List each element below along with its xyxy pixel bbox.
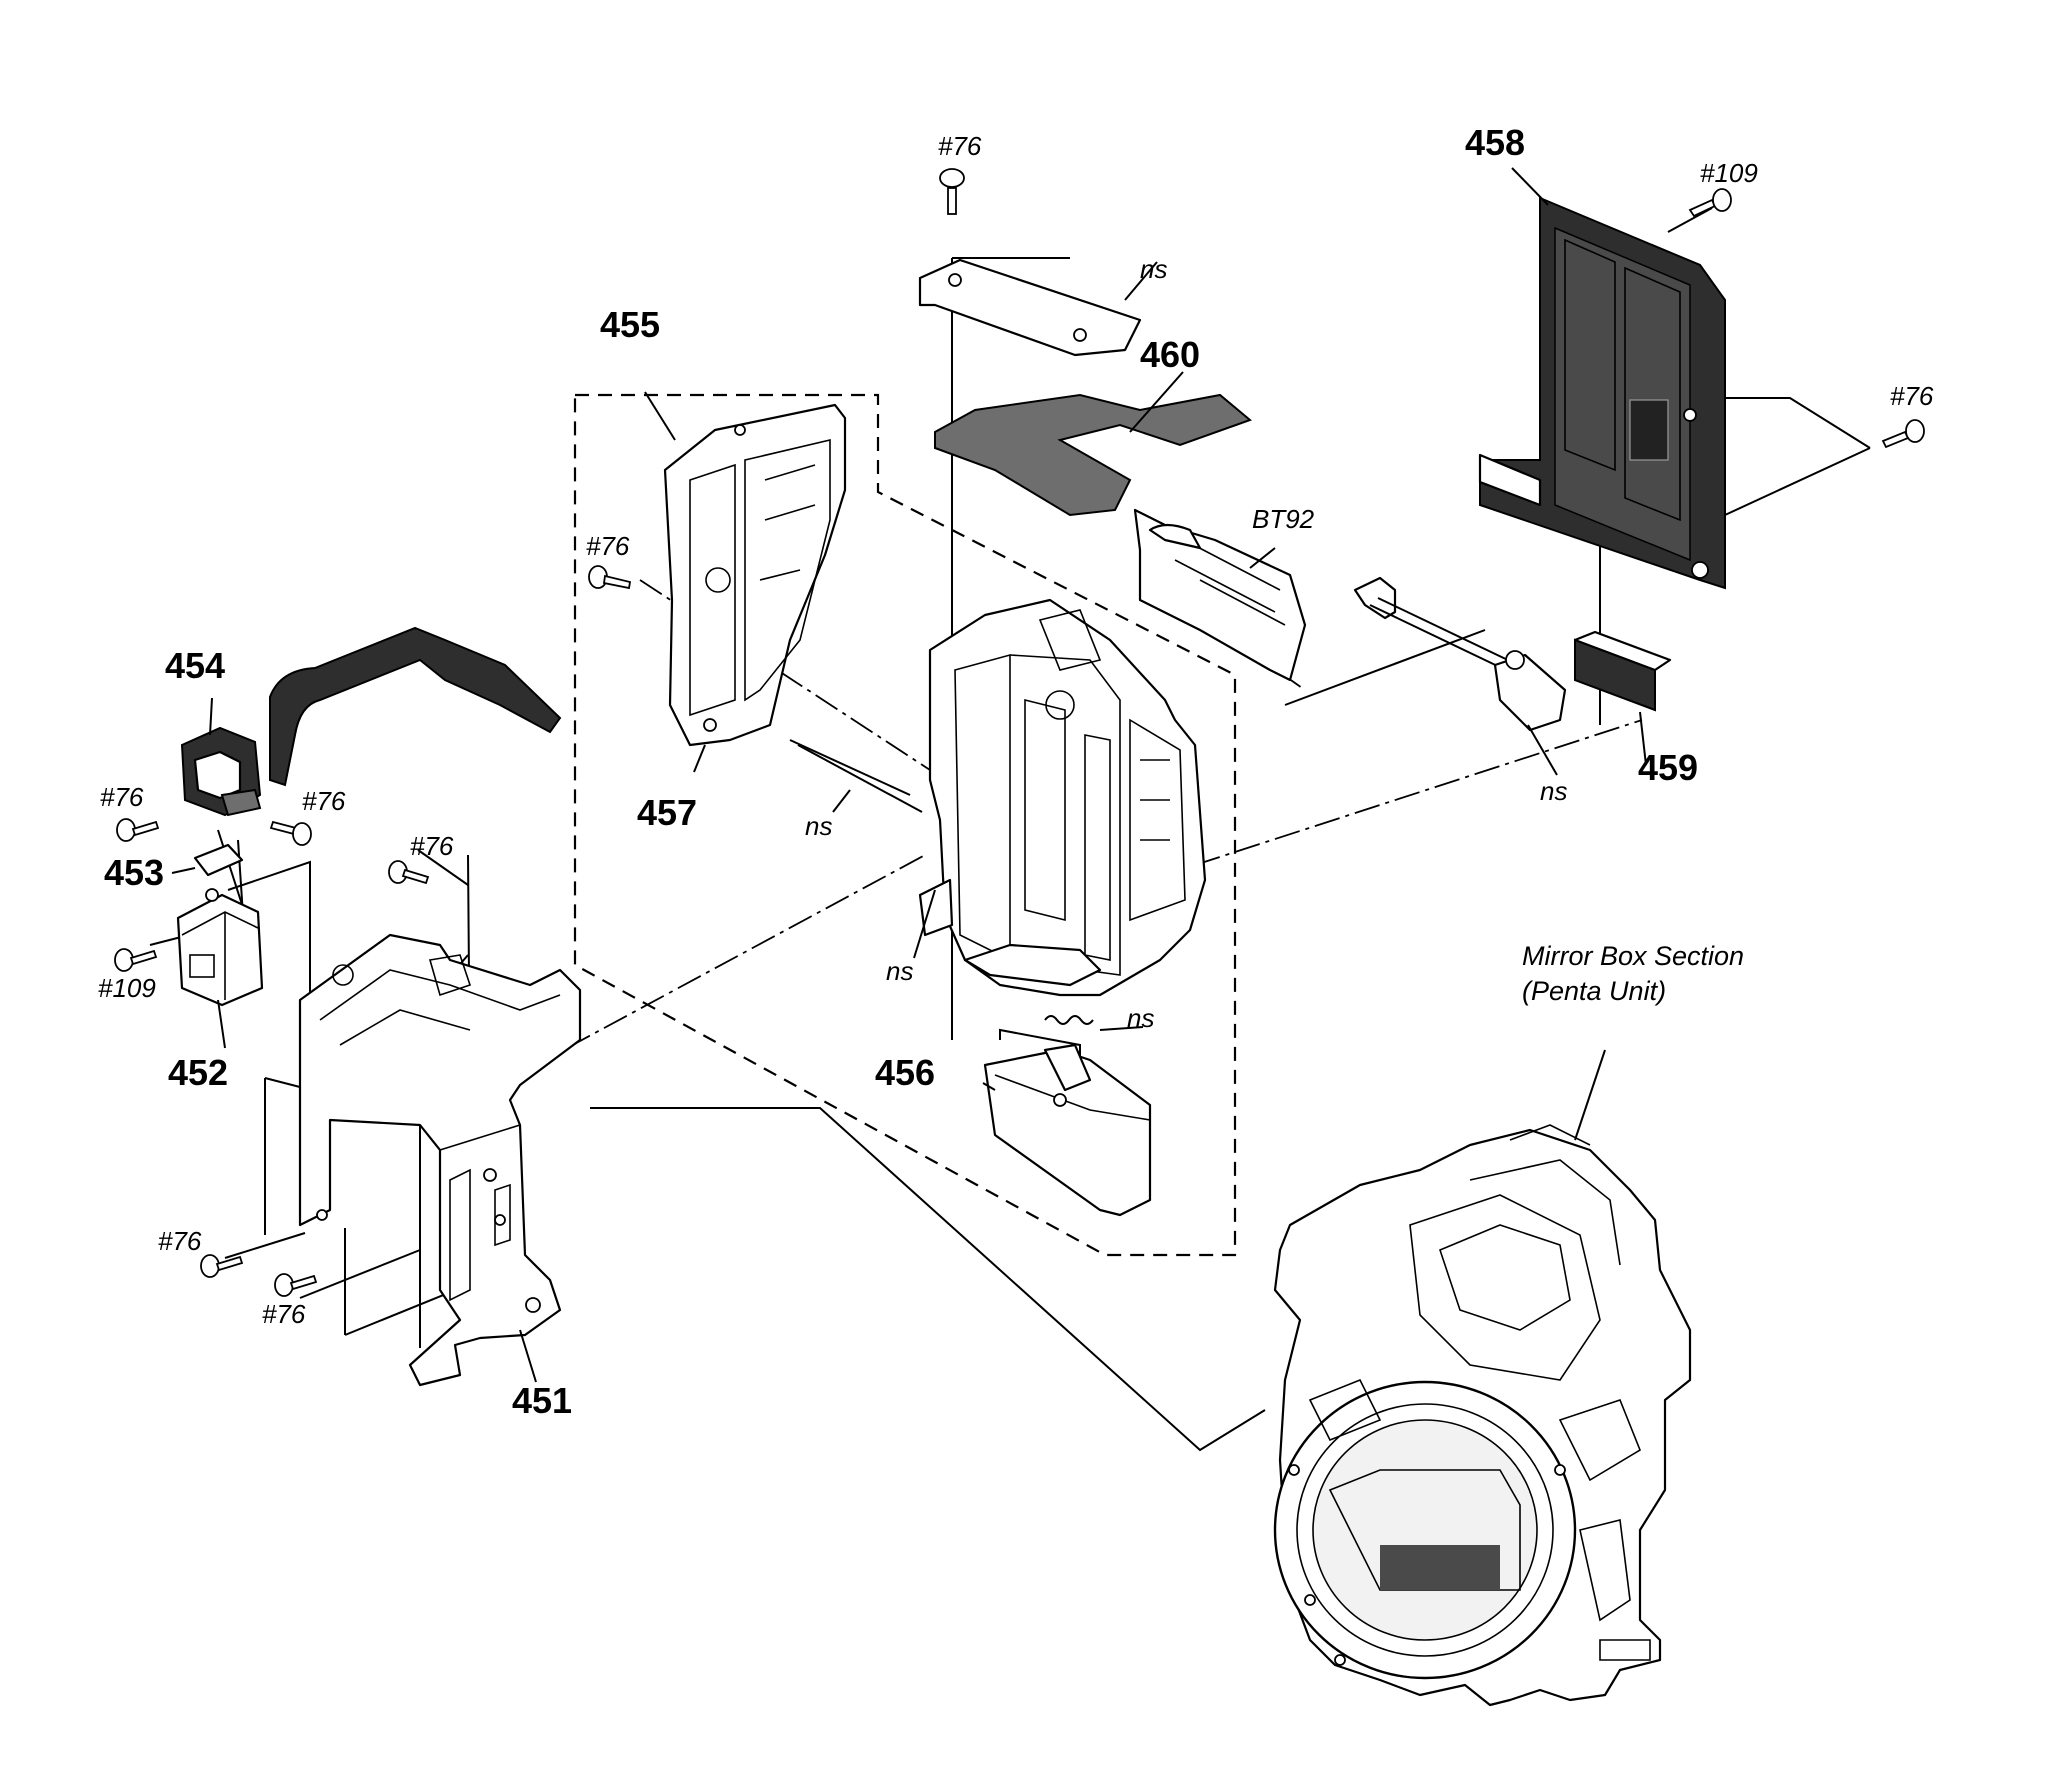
flex-cable-460	[934, 393, 1252, 517]
screw-76-454-right	[269, 820, 312, 846]
screws	[114, 168, 1925, 1297]
screw-76-low-2	[274, 1273, 318, 1297]
bracket-451	[298, 933, 582, 1387]
label-454: 454	[165, 645, 225, 686]
screw-76-top	[939, 168, 965, 215]
spring	[1044, 1015, 1094, 1025]
cover-456	[983, 1043, 1152, 1217]
switch-block-452	[176, 888, 264, 1007]
label-455: 455	[600, 304, 660, 345]
screw-76-454-left	[116, 818, 160, 842]
board-458	[1478, 196, 1726, 590]
ref-ns-shutter: ns	[886, 956, 913, 986]
screw-76-bracket	[388, 860, 430, 885]
label-460: 460	[1140, 334, 1200, 375]
label-452: 452	[168, 1052, 228, 1093]
ref-bt92: BT92	[1252, 504, 1315, 534]
ref-ns-rod: ns	[805, 811, 832, 841]
ref-76-454-right: #76	[302, 786, 346, 816]
ref-76-bracket: #76	[410, 831, 454, 861]
part-labels: 458 460 455 454 457 459 453 452 456 451	[104, 122, 1698, 1421]
section-caption-line2: (Penta Unit)	[1522, 976, 1666, 1006]
screw-109-top	[1688, 188, 1732, 218]
screw-109-left	[114, 948, 158, 972]
label-453: 453	[104, 852, 164, 893]
ref-109-top: #109	[1700, 158, 1758, 188]
side-panel-457	[663, 403, 847, 747]
reference-labels: #76 #109 #76 #76 #76 #76 #76 #109 #76 #7…	[98, 131, 1934, 1329]
label-458: 458	[1465, 122, 1525, 163]
label-457: 457	[637, 792, 697, 833]
central-shutter-unit	[918, 598, 1207, 997]
screw-76-low-1	[200, 1254, 244, 1278]
ref-76-top: #76	[938, 131, 982, 161]
top-bracket	[918, 258, 1142, 357]
battery-holder-bt92	[1133, 508, 1307, 682]
ref-76-low-2: #76	[262, 1299, 306, 1329]
label-451: 451	[512, 1380, 572, 1421]
bracket-with-rod	[1353, 576, 1567, 732]
thin-rod	[789, 739, 911, 796]
label-459: 459	[1638, 747, 1698, 788]
connector-459	[1573, 630, 1672, 712]
ref-109-left: #109	[98, 973, 156, 1003]
ref-ns-top-bracket: ns	[1140, 254, 1167, 284]
ref-ns-bracket-rod: ns	[1540, 776, 1567, 806]
ref-76-right: #76	[1890, 381, 1934, 411]
section-caption-line1: Mirror Box Section	[1522, 941, 1744, 971]
group-455-dashed-outline	[573, 393, 1237, 1257]
part-453	[193, 843, 244, 877]
label-456: 456	[875, 1052, 935, 1093]
connector-454	[180, 626, 562, 817]
screw-76-right	[1881, 419, 1925, 449]
ref-76-low-1: #76	[158, 1226, 202, 1256]
ref-76-454-left: #76	[100, 782, 144, 812]
ref-ns-spring: ns	[1127, 1003, 1154, 1033]
mirror-box-section	[1273, 1124, 1692, 1707]
section-caption: Mirror Box Section (Penta Unit)	[1522, 941, 1744, 1006]
screw-76-mid	[588, 565, 632, 590]
ref-76-mid: #76	[586, 531, 630, 561]
leader-lines	[171, 167, 1713, 1383]
